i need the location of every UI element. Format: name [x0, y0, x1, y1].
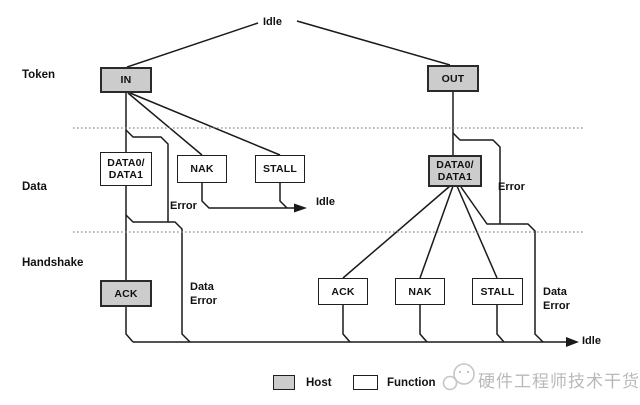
- phase-label-token: Token: [22, 69, 56, 81]
- node-nak-right: NAK: [395, 278, 445, 305]
- node-out-token: OUT: [427, 65, 479, 92]
- node-ack-left: ACK: [100, 280, 152, 307]
- label-data-error-right: Data Error: [543, 286, 570, 312]
- label-idle-top: Idle: [263, 16, 282, 28]
- label-data-error-left: Data Error: [190, 281, 217, 307]
- wire-in-to-stall: [129, 92, 281, 156]
- watermark-logo-icon: [442, 363, 475, 391]
- label-idle-bottom: Idle: [582, 335, 601, 347]
- wire-idle-to-in: [126, 22, 259, 68]
- node-stall-right: STALL: [472, 278, 523, 305]
- label-error-left: Error: [170, 200, 197, 212]
- phase-label-data: Data: [22, 181, 47, 193]
- node-ack-right: ACK: [318, 278, 368, 305]
- wire-stall-right-down: [496, 305, 505, 343]
- legend-host-label: Host: [306, 377, 332, 389]
- node-data01-left: DATA0/ DATA1: [100, 152, 152, 186]
- wire-data-right-to-nak: [419, 185, 454, 279]
- wire-nak-right-down: [419, 305, 428, 343]
- wire-idle-to-out: [296, 20, 451, 66]
- phase-label-handshake: Handshake: [22, 257, 84, 269]
- wire-data-error-right: [460, 186, 544, 343]
- legend-function-label: Function: [387, 377, 436, 389]
- label-idle-mid: Idle: [316, 196, 335, 208]
- node-stall-left: STALL: [255, 155, 305, 183]
- wire-nak-left-idle: [201, 183, 294, 209]
- node-in-token: IN: [100, 67, 152, 93]
- watermark-text: 硬件工程师技术干货: [478, 372, 640, 392]
- arrowhead-mid-idle: [294, 203, 307, 213]
- wire-in-to-nak: [127, 92, 203, 156]
- wire-ack-right-down: [342, 305, 351, 343]
- arrowhead-bottom-idle: [566, 337, 579, 347]
- label-error-right: Error: [498, 181, 525, 193]
- wire-token-error-right: [452, 132, 501, 224]
- legend-host-swatch: [273, 375, 295, 390]
- wire-stall-left-idle: [279, 183, 288, 209]
- wire-data-right-to-ack: [342, 185, 451, 279]
- wire-ack-left-down: [125, 307, 134, 343]
- wire-token-error-left: [125, 129, 169, 222]
- legend-function-swatch: [353, 375, 378, 390]
- node-nak-left: NAK: [177, 155, 227, 183]
- wire-data-error-left: [125, 214, 191, 343]
- node-data01-right: DATA0/ DATA1: [428, 155, 482, 187]
